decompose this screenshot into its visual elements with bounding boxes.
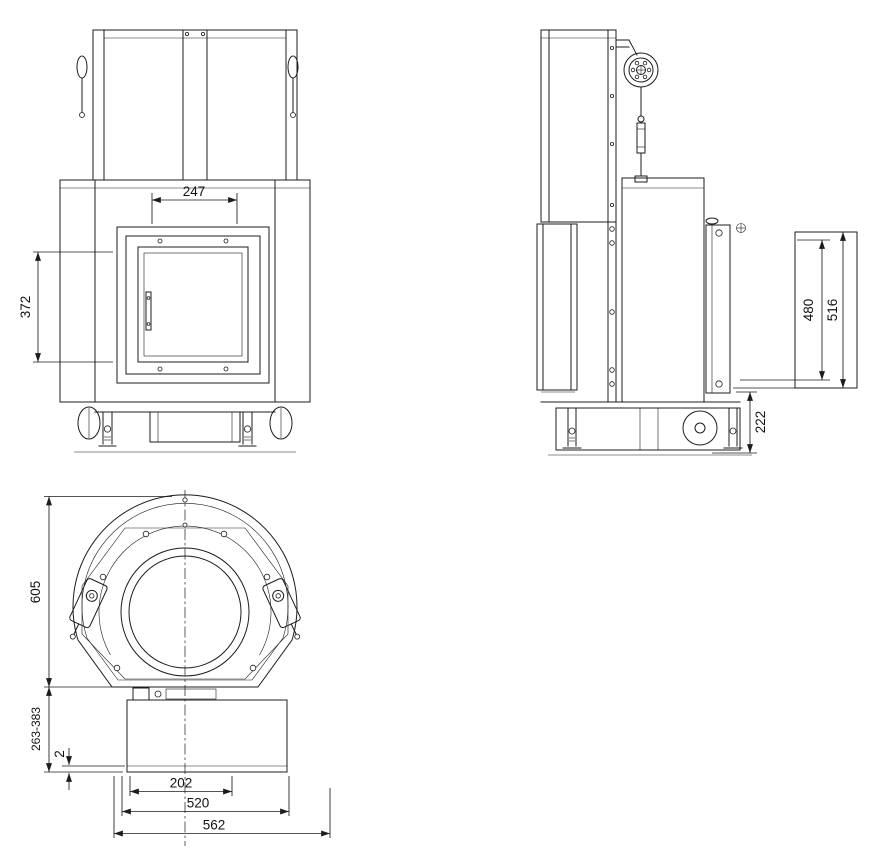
bolt-icon bbox=[99, 573, 107, 581]
dim-label-222: 222 bbox=[753, 411, 768, 434]
dim-label-480: 480 bbox=[801, 299, 816, 322]
dim-base-222: 222 bbox=[712, 391, 768, 454]
front-body bbox=[59, 179, 311, 403]
side-body bbox=[607, 177, 705, 403]
top-octagon-frame bbox=[81, 527, 289, 680]
flue-opening bbox=[120, 547, 250, 677]
left-clamp bbox=[69, 578, 108, 640]
screw-icon bbox=[200, 32, 205, 37]
side-cable-turnbuckle bbox=[634, 86, 648, 183]
front-left-wheel bbox=[77, 406, 101, 440]
door-glass bbox=[143, 252, 243, 357]
dim-label-247: 247 bbox=[183, 184, 206, 199]
screw-icon bbox=[223, 366, 229, 372]
top-outer-shell bbox=[72, 494, 298, 688]
dim-plate-516: 516 bbox=[733, 232, 851, 389]
screw-icon bbox=[223, 238, 229, 244]
dim-label-2: 2 bbox=[52, 750, 67, 758]
front-right-latch bbox=[287, 55, 299, 118]
front-base bbox=[74, 406, 296, 453]
dim-depth-605: 605 bbox=[28, 496, 172, 688]
right-clamp bbox=[262, 578, 301, 640]
dim-label-372: 372 bbox=[18, 296, 33, 319]
screw-icon bbox=[184, 32, 189, 37]
top-collar bbox=[132, 687, 217, 701]
dim-label-516: 516 bbox=[825, 299, 840, 322]
side-base bbox=[540, 401, 752, 456]
dim-width-202: 202 bbox=[129, 776, 233, 796]
side-view: 480 516 222 bbox=[536, 29, 858, 456]
grounding-symbol-icon bbox=[736, 223, 746, 233]
door-handle bbox=[145, 291, 152, 331]
dim-label-562: 562 bbox=[203, 818, 226, 833]
screw-icon bbox=[157, 366, 163, 372]
dim-gap-2: 2 bbox=[52, 748, 125, 790]
dim-label-263-383: 263-383 bbox=[29, 707, 43, 751]
bolt-icon bbox=[113, 664, 121, 672]
front-right-wheel bbox=[269, 406, 293, 440]
side-wheel bbox=[682, 410, 718, 446]
dim-label-605: 605 bbox=[28, 581, 43, 604]
bolt-icon bbox=[142, 530, 150, 538]
front-left-latch bbox=[76, 55, 88, 118]
bolt-icon bbox=[249, 664, 257, 672]
top-pedestal bbox=[126, 699, 288, 773]
dim-label-202: 202 bbox=[170, 776, 193, 791]
front-hood bbox=[92, 29, 298, 181]
front-door bbox=[116, 226, 270, 384]
dim-width-520: 520 bbox=[121, 776, 290, 816]
side-chimney bbox=[540, 29, 617, 223]
bolt-icon bbox=[220, 530, 228, 538]
dim-plate-480: 480 bbox=[740, 239, 830, 381]
dim-opening-width: 247 bbox=[151, 184, 238, 224]
dim-opening-height: 372 bbox=[18, 251, 113, 363]
dim-depth-range: 263-383 bbox=[29, 687, 123, 773]
side-pulley bbox=[615, 39, 659, 88]
bolt-icon bbox=[263, 573, 271, 581]
dim-width-562: 562 bbox=[113, 776, 331, 838]
side-door-panel bbox=[536, 223, 578, 393]
screw-icon bbox=[157, 238, 163, 244]
front-view: 247 372 bbox=[18, 29, 311, 453]
top-view: 605 263-383 2 202 520 bbox=[28, 490, 331, 846]
dim-label-520: 520 bbox=[187, 796, 210, 811]
side-right-bracket bbox=[705, 217, 731, 394]
